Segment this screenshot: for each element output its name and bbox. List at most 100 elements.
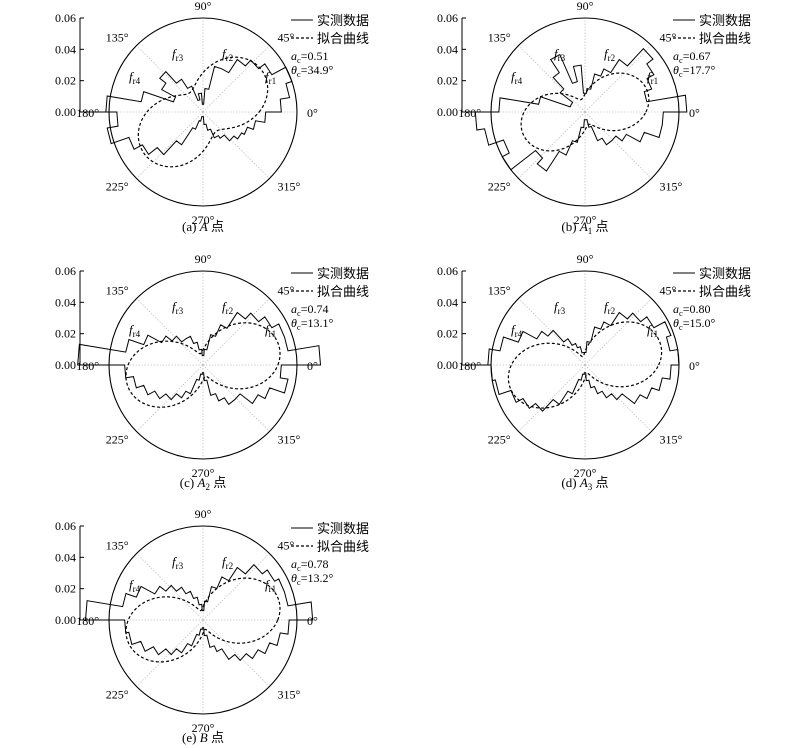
radial-tick-label: 0.06 (437, 11, 458, 25)
angle-label: 0° (307, 106, 318, 120)
radial-gridline (518, 111, 586, 179)
angle-label: 45° (659, 284, 676, 298)
radial-tick-label: 0.06 (55, 11, 76, 25)
sector-label-r2: fr2 (222, 554, 234, 571)
angle-label: 180° (458, 359, 481, 373)
radial-tick-label: 0.00 (55, 613, 76, 627)
polar-chart-1: 0.000.020.040.060°45°90°135°180°225°270°… (55, 0, 369, 234)
sector-label-r3: fr3 (554, 299, 566, 316)
fitted-series (520, 72, 650, 152)
angle-label: 0° (689, 359, 700, 373)
radial-gridline (136, 298, 204, 366)
legend-fitted-label: 拟合曲线 (699, 284, 751, 299)
param-theta-label: θc=17.7° (673, 63, 715, 79)
angle-label: 0° (689, 106, 700, 120)
sector-label-r4: fr4 (129, 322, 141, 339)
sector-label-r1: fr1 (265, 322, 276, 339)
legend-measured-label: 实测数据 (317, 13, 369, 28)
angle-label: 315° (277, 179, 300, 193)
radial-gridline (202, 364, 270, 432)
param-a-label: ac=0.51 (291, 49, 329, 65)
panel-caption: (b) A1 点 (561, 219, 608, 236)
angle-label: 135° (488, 284, 511, 298)
radial-gridline (136, 111, 204, 179)
radial-gridline (136, 553, 204, 621)
angle-label: 180° (76, 106, 99, 120)
panel-caption: (d) A3 点 (561, 475, 608, 492)
param-theta-label: θc=34.9° (291, 63, 333, 79)
angle-label: 45° (659, 31, 676, 45)
legend-measured-label: 实测数据 (317, 521, 369, 536)
angle-label: 315° (277, 432, 300, 446)
radial-tick-label: 0.04 (437, 42, 458, 56)
angle-label: 90° (195, 252, 212, 266)
polar-chart-4: 0.000.020.040.060°45°90°135°180°225°270°… (437, 252, 751, 492)
sector-label-r3: fr3 (172, 46, 184, 63)
angle-label: 135° (106, 539, 129, 553)
legend-fitted-label: 拟合曲线 (317, 539, 369, 554)
angle-label: 315° (277, 687, 300, 701)
fitted-series (125, 322, 281, 408)
angle-label: 225° (106, 687, 129, 701)
angle-label: 225° (106, 179, 129, 193)
angle-label: 270° (574, 213, 597, 227)
angle-label: 90° (195, 507, 212, 521)
sector-label-r2: fr2 (604, 46, 616, 63)
panel-caption: (c) A2 点 (180, 475, 226, 492)
radial-gridline (584, 45, 652, 113)
sector-label-r4: fr4 (129, 577, 141, 594)
angle-label: 45° (277, 284, 294, 298)
angle-label: 45° (277, 31, 294, 45)
polar-chart-2: 0.000.020.040.060°45°90°135°180°225°270°… (437, 0, 751, 236)
sector-label-r2: fr2 (222, 46, 234, 63)
radial-gridline (202, 298, 270, 366)
radial-tick-label: 0.02 (437, 74, 458, 88)
angle-label: 180° (76, 359, 99, 373)
radial-tick-label: 0.02 (55, 74, 76, 88)
angle-label: 225° (488, 179, 511, 193)
measured-series (77, 311, 322, 406)
radial-tick-label: 0.04 (437, 295, 458, 309)
angle-label: 315° (659, 432, 682, 446)
radial-gridline (202, 619, 270, 687)
legend-measured-label: 实测数据 (699, 266, 751, 281)
radial-gridline (584, 111, 652, 179)
param-theta-label: θc=13.2° (291, 571, 333, 587)
angle-label: 90° (195, 0, 212, 13)
param-theta-label: θc=15.0° (673, 316, 715, 332)
sector-label-r4: fr4 (511, 322, 523, 339)
measured-series (487, 311, 680, 412)
radial-tick-label: 0.00 (437, 105, 458, 119)
radial-tick-label: 0.04 (55, 42, 76, 56)
sector-label-r1: fr1 (647, 69, 658, 86)
angle-label: 45° (277, 539, 294, 553)
radial-gridline (136, 45, 204, 113)
radial-tick-label: 0.00 (55, 358, 76, 372)
measured-series (84, 563, 314, 662)
angle-label: 0° (307, 614, 318, 628)
angle-label: 315° (659, 179, 682, 193)
measured-series (474, 47, 688, 172)
angle-label: 90° (577, 252, 594, 266)
angle-label: 135° (106, 31, 129, 45)
fitted-series (137, 56, 269, 168)
sector-label-r2: fr2 (222, 299, 234, 316)
radial-tick-label: 0.02 (55, 582, 76, 596)
sector-label-r3: fr3 (172, 554, 184, 571)
radial-tick-label: 0.04 (55, 295, 76, 309)
radial-gridline (518, 364, 586, 432)
angle-label: 225° (488, 432, 511, 446)
angle-label: 135° (106, 284, 129, 298)
sector-label-r4: fr4 (129, 69, 141, 86)
radial-tick-label: 0.00 (437, 358, 458, 372)
radial-tick-label: 0.02 (437, 327, 458, 341)
angle-label: 270° (574, 466, 597, 480)
radial-gridline (202, 553, 270, 621)
angle-label: 180° (76, 614, 99, 628)
angle-label: 270° (192, 213, 215, 227)
sector-label-r2: fr2 (604, 299, 616, 316)
angle-label: 225° (106, 432, 129, 446)
measured-series (105, 58, 293, 156)
legend-fitted-label: 拟合曲线 (317, 31, 369, 46)
